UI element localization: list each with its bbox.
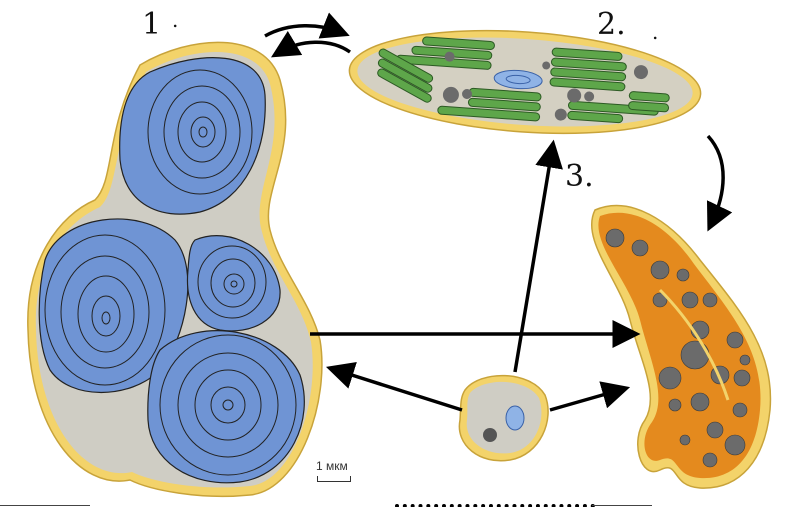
starch-grain: [186, 235, 281, 332]
arrow-proplastid-to-chloroplast: [513, 139, 563, 373]
bottom-line: [0, 505, 90, 506]
label-1: 1: [142, 7, 162, 42]
label-3: 3.: [565, 159, 594, 194]
starch-grain: [38, 218, 189, 394]
arrow-chloroplast-to-amyloplast: [270, 30, 352, 58]
starch-grain: [147, 330, 305, 484]
starch-grain: [119, 57, 266, 215]
chromoplast: [590, 204, 772, 489]
arrow-amyloplast-to-chloroplast: [264, 12, 350, 39]
chloroplast: [348, 29, 702, 135]
arrow-proplastid-to-chromoplast: [549, 381, 631, 412]
label-2: 2.: [597, 7, 626, 42]
arrow-proplastid-to-amyloplast: [325, 361, 463, 412]
scale-bar-label: 1 мкм: [316, 459, 348, 473]
amyloplast: [27, 41, 323, 498]
transition-arrows: [264, 12, 733, 412]
answer-blank[interactable]: [395, 492, 595, 507]
label-2-dot: .: [652, 20, 659, 44]
proplastid: [458, 374, 549, 462]
label-1-dot: .: [172, 8, 179, 32]
scale-bar: [317, 476, 351, 482]
arrow-chloroplast-to-chromoplast: [706, 134, 733, 232]
bottom-line: [592, 505, 652, 506]
